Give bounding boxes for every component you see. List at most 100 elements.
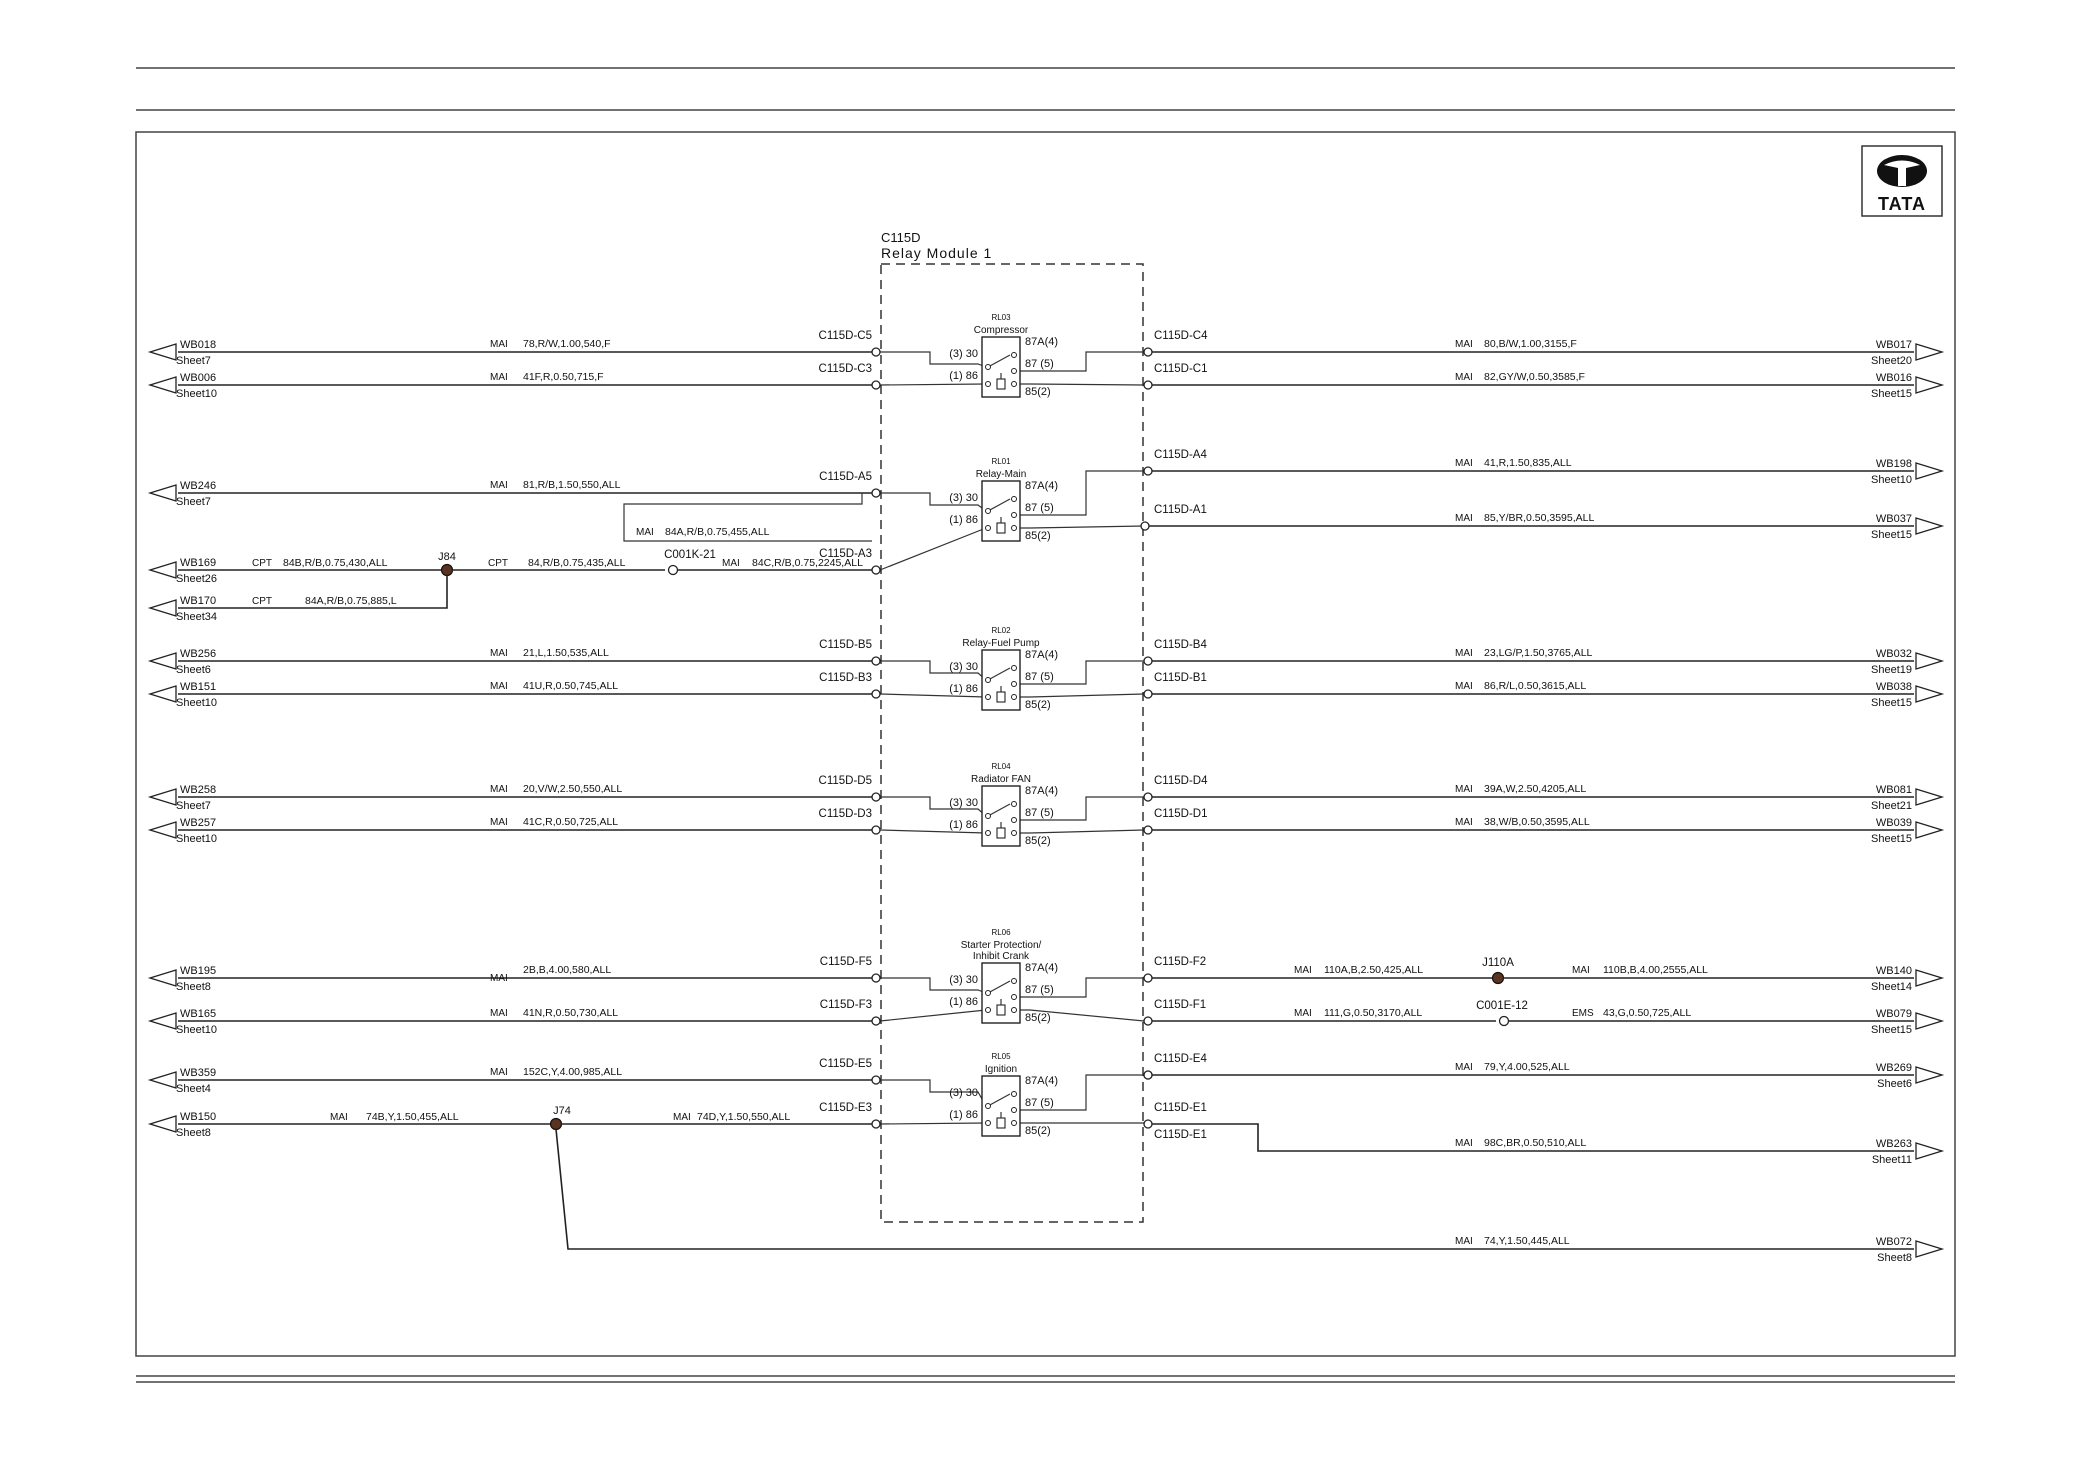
- right-wb-label: WB016: [1876, 372, 1912, 384]
- right-wire-label: 82,GY/W,0.50,3585,F: [1484, 371, 1585, 383]
- inner-wire-84c: 84C,R/B,0.75,2245,ALL: [752, 557, 863, 569]
- left-sheet-label: Sheet10: [176, 1024, 217, 1036]
- relay-switch-contact: [987, 667, 1011, 681]
- left-pin-terminal-a3: [871, 565, 881, 575]
- right-wire-wb037-arrow: [1915, 517, 1945, 535]
- right-wire-label: 23,LG/P,1.50,3765,ALL: [1484, 647, 1593, 659]
- relay-switch-contact: [987, 498, 1011, 512]
- left-wire-wb257-arrow: [147, 821, 177, 839]
- right-wire-wb032-arrow: [1915, 652, 1945, 670]
- relay-pin-87a: 87A(4): [1025, 962, 1058, 974]
- left-wb-label: WB258: [180, 784, 216, 796]
- relay-switch-contact: [987, 354, 1011, 368]
- relay-pin-30: (3) 30: [949, 661, 978, 673]
- left-sheet-label: Sheet4: [176, 1083, 211, 1095]
- left-pin-terminal: [871, 1075, 881, 1085]
- right-harness-label: MAI: [1455, 784, 1473, 795]
- relay-pin-85: 85(2): [1025, 835, 1051, 847]
- relay-coil-node: [1011, 694, 1017, 700]
- right-wb-label: WB269: [1876, 1062, 1912, 1074]
- right-sheet-label: Sheet6: [1877, 1078, 1912, 1090]
- relay-in-30-2: [880, 660, 987, 681]
- relay-pin-87a: 87A(4): [1025, 649, 1058, 661]
- left-sheet-label: Sheet7: [176, 800, 211, 812]
- left-wb-label: WB170: [180, 595, 216, 607]
- left-harness-label: MAI: [490, 1067, 508, 1078]
- right-wire-wb140-arrow: [1915, 969, 1945, 987]
- right-pin-terminal: [1143, 792, 1153, 802]
- left-pin-terminal: [871, 792, 881, 802]
- relay-in-86-0: [879, 383, 987, 386]
- relay-contact-node: [1011, 352, 1017, 358]
- right-pin-label: C115D-C1: [1154, 363, 1207, 375]
- right-sheet-label: Sheet11: [1872, 1154, 1912, 1166]
- relay-pin-87a: 87A(4): [1025, 1075, 1058, 1087]
- right-wb-label: WB032: [1876, 648, 1912, 660]
- relay-out-87-2: [1016, 660, 1144, 685]
- left-pin-terminal: [871, 825, 881, 835]
- right-wire-wb269-arrow: [1915, 1066, 1945, 1084]
- relay-coil-node: [1011, 830, 1017, 836]
- right-wb-label: WB017: [1876, 339, 1912, 351]
- relay-pin-87: 87 (5): [1025, 984, 1054, 996]
- relay-coil-icon: [996, 378, 1006, 390]
- relay-in-86-3: [879, 829, 987, 834]
- right-harness-label: MAI: [1455, 513, 1473, 524]
- right-sheet-label: Sheet10: [1871, 474, 1912, 486]
- right-wire2-label: 43,G,0.50,725,ALL: [1603, 1007, 1691, 1019]
- splice-j84-label: J84: [438, 551, 456, 563]
- left-wb-label: WB246: [180, 480, 216, 492]
- left-sheet-label: Sheet10: [176, 388, 217, 400]
- left-pin-terminal: [871, 488, 881, 498]
- left-wb-label: WB195: [180, 965, 216, 977]
- relay-coil-node: [1011, 1007, 1017, 1013]
- relay-in-86-1: [879, 527, 987, 571]
- right-wire-label: 85,Y/BR,0.50,3595,ALL: [1484, 512, 1594, 524]
- right-wire-label: 110A,B,2.50,425,ALL: [1324, 964, 1423, 976]
- relay-contact-node: [985, 1103, 991, 1109]
- right-pin-label: C115D-D4: [1154, 775, 1208, 787]
- splice-j110a-label: J110A: [1482, 957, 1514, 969]
- right-wb-label: WB079: [1876, 1008, 1912, 1020]
- left-pin-label: C115D-D3: [819, 808, 872, 820]
- relay-out-85-3: [1016, 829, 1145, 834]
- relay-contact-node: [985, 813, 991, 819]
- left-sheet-label: Sheet26: [176, 573, 217, 585]
- left-pin-label: C115D-B5: [819, 639, 872, 651]
- relay-module-outline: [880, 263, 1144, 1223]
- right-pin-terminal: [1143, 466, 1153, 476]
- left-pin-label: C115D-F3: [820, 999, 872, 1011]
- relay-pin-87a: 87A(4): [1025, 480, 1058, 492]
- inner-wire-84: 84,R/B,0.75,435,ALL: [528, 557, 626, 569]
- right-harness-label: MAI: [1455, 372, 1473, 383]
- right-harness-label: MAI: [1455, 1062, 1473, 1073]
- relay-in-86-5: [879, 1122, 987, 1125]
- left-wire-wb165-arrow: [147, 1012, 177, 1030]
- left-pin-label: C115D-E5: [819, 1058, 872, 1070]
- relay-in-86-4: [879, 1009, 987, 1022]
- relay-pin-87: 87 (5): [1025, 671, 1054, 683]
- inline-connector-c001e-12: [1498, 1015, 1510, 1027]
- left-harness-label: MAI: [490, 648, 508, 659]
- right-pin-label: C115D-D1: [1154, 808, 1207, 820]
- wires-layer: [147, 343, 1945, 1258]
- relay-contact-node: [1011, 665, 1017, 671]
- left-sheet-label: Sheet8: [176, 981, 211, 993]
- left-harness-label: CPT: [252, 558, 272, 569]
- left-pin-terminal: [871, 347, 881, 357]
- relay-name: Relay-Fuel Pump: [962, 638, 1040, 649]
- relay-pin-86: (1) 86: [949, 683, 978, 695]
- left-wire-wb169-arrow: [147, 561, 177, 579]
- right-harness-label: MAI: [1455, 1236, 1473, 1247]
- left-sheet-label: Sheet6: [176, 664, 211, 676]
- relay-contact-node: [1011, 496, 1017, 502]
- right-pin-label: C115D-C4: [1154, 330, 1208, 342]
- left-harness-label: MAI: [490, 480, 508, 491]
- left-harness-label: MAI: [330, 1112, 348, 1123]
- relay-pin-87: 87 (5): [1025, 358, 1054, 370]
- relay-switch-contact: [987, 803, 1011, 817]
- left-wire-wb151-arrow: [147, 685, 177, 703]
